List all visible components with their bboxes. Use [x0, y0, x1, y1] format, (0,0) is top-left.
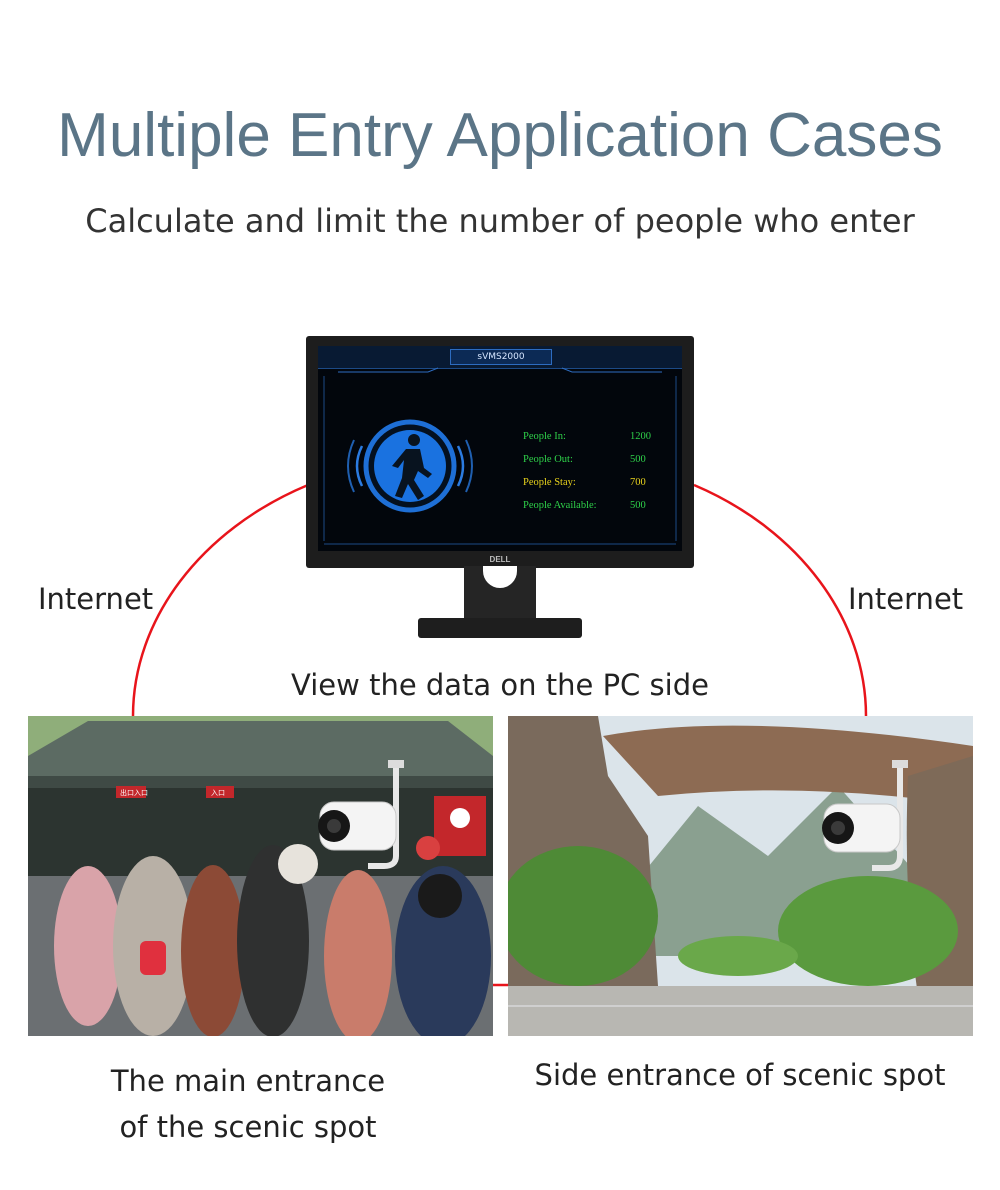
stat-label-people-out: People Out: [523, 454, 573, 465]
gate-sign-left: 出口入口 [120, 788, 148, 797]
security-camera-main [318, 760, 404, 869]
stat-label-people-stay: People Stay: [523, 477, 576, 488]
side-entrance-photo [508, 716, 973, 1036]
stat-value-people-available: 500 [630, 500, 646, 511]
monitor-stand-base [418, 618, 582, 638]
main-entrance-caption: The main entrance of the scenic spot [88, 1058, 408, 1150]
dell-logo: DELL [489, 555, 511, 564]
stat-value-people-out: 500 [630, 454, 646, 465]
monitor-screen: sVMS2000 People In: 1200 People Out: 500… [318, 346, 682, 551]
screen-header-bar: sVMS2000 [318, 346, 682, 369]
left-internet-line [131, 483, 309, 717]
monitor-stand-cutout [483, 566, 517, 588]
page-subtitle: Calculate and limit the number of people… [85, 202, 915, 240]
screen-frame-decoration [323, 367, 677, 545]
app-title: sVMS2000 [450, 349, 552, 365]
side-entrance-caption: Side entrance of scenic spot [534, 1058, 946, 1092]
right-internet-line [693, 483, 868, 717]
stat-value-people-stay: 700 [630, 477, 646, 488]
internet-label-left: Internet [38, 582, 154, 616]
side-entrance-illustration [508, 716, 973, 1036]
main-entrance-illustration: 出口入口 入口 [28, 716, 493, 1036]
security-camera-side [822, 760, 908, 871]
main-entrance-caption-line1: The main entrance [110, 1064, 386, 1098]
page-title: Multiple Entry Application Cases [57, 101, 943, 170]
main-entrance-caption-line2: of the scenic spot [119, 1110, 377, 1144]
stat-label-people-in: People In: [523, 431, 566, 442]
internet-label-right: Internet [848, 582, 964, 616]
walking-person-icon [347, 419, 473, 513]
stat-value-people-in: 1200 [630, 431, 651, 442]
pc-monitor: sVMS2000 People In: 1200 People Out: 500… [306, 336, 694, 568]
main-entrance-photo: 出口入口 入口 [28, 716, 493, 1036]
pc-side-caption: View the data on the PC side [291, 668, 709, 702]
stat-label-people-available: People Available: [523, 500, 597, 511]
gate-sign-right: 入口 [211, 789, 225, 797]
